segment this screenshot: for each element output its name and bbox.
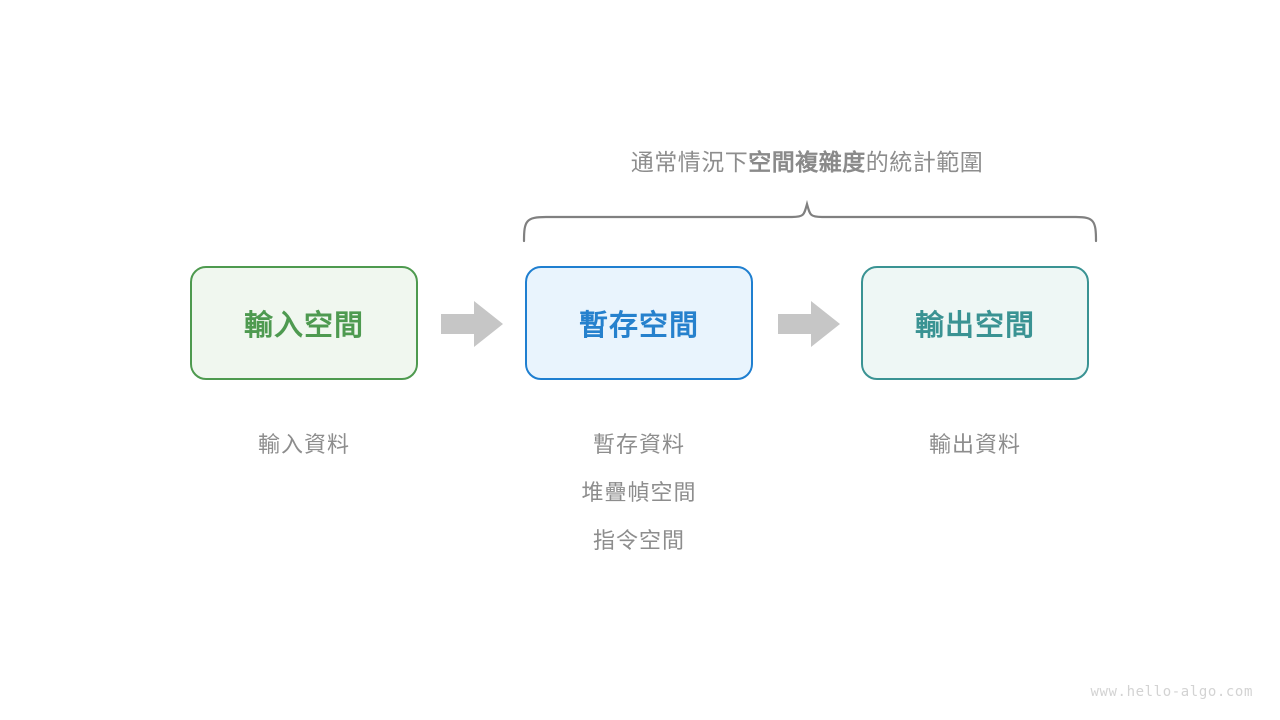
caption-text: 輸入資料 <box>257 432 350 457</box>
box-temp-space-label: 暫存空間 <box>578 310 699 342</box>
scope-caption-prefix: 通常情況下 <box>630 149 749 175</box>
box-temp-space[interactable]: 暫存空間 <box>525 266 753 380</box>
box-input-space-label: 輸入空間 <box>243 310 364 342</box>
box-input-space[interactable]: 輸入空間 <box>190 266 418 380</box>
curly-brace-icon <box>522 199 1098 243</box>
caption-text: 指令空間 <box>592 528 685 553</box>
caption-text: 堆疊幀空間 <box>581 480 697 505</box>
scope-caption: 通常情況下空間複雜度的統計範圍 <box>507 145 1107 179</box>
caption-column-input: 輸入資料 <box>190 421 418 469</box>
box-output-space[interactable]: 輸出空間 <box>861 266 1089 380</box>
arrow-right-icon-temp-to-output <box>778 301 840 347</box>
box-output-space-label: 輸出空間 <box>914 310 1035 342</box>
caption-text: 暫存資料 <box>592 432 685 457</box>
arrow-right-icon-input-to-temp <box>441 301 503 347</box>
scope-caption-suffix: 的統計範圍 <box>865 149 984 175</box>
scope-caption-bold: 空間複雜度 <box>748 149 866 175</box>
caption-column-temp: 暫存資料 堆疊幀空間 指令空間 <box>525 421 753 565</box>
caption-text: 輸出資料 <box>928 432 1021 457</box>
watermark: www.hello-algo.com <box>1090 684 1253 700</box>
caption-column-output: 輸出資料 <box>861 421 1089 469</box>
